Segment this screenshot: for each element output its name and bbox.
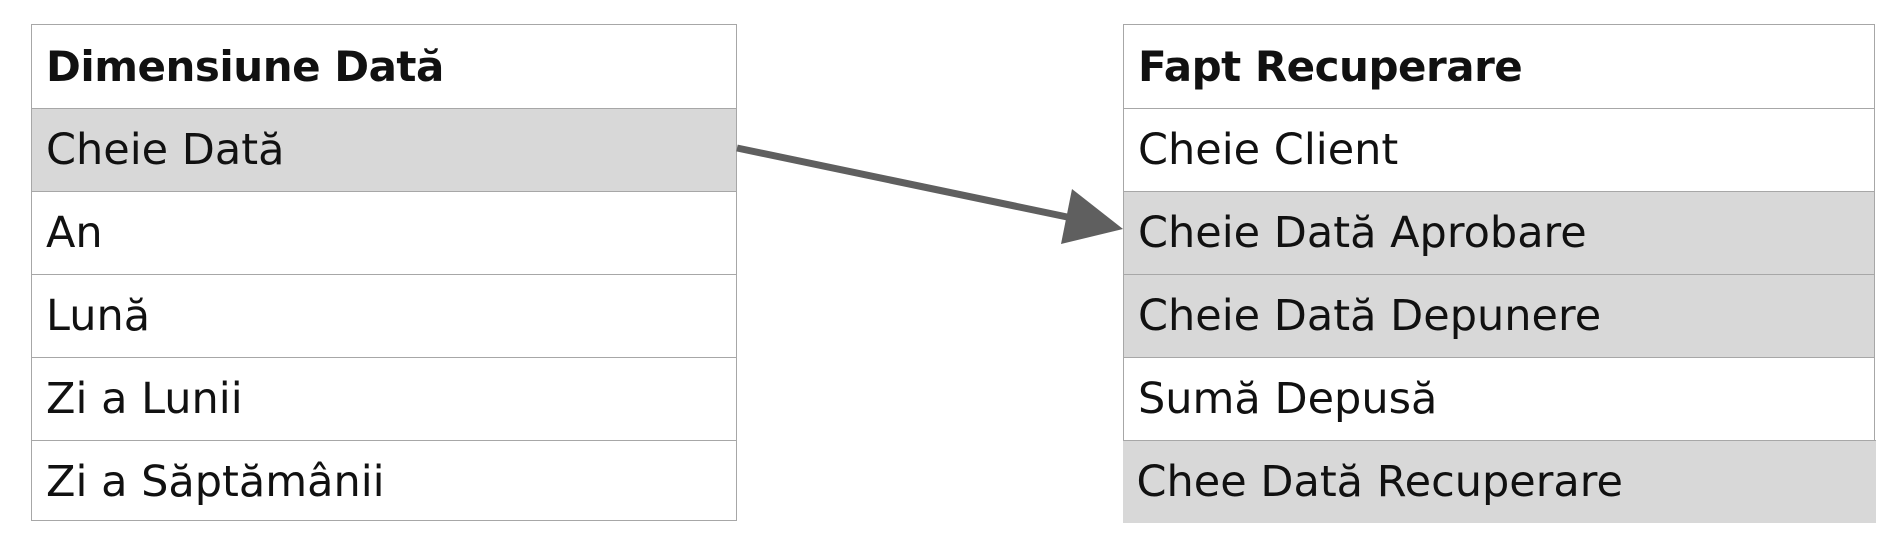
table-row: Cheie Dată <box>32 108 736 191</box>
table-row: Chee Dată Recuperare <box>1122 440 1876 523</box>
table-row: Lună <box>32 274 736 357</box>
table-row: Cheie Dată Depunere <box>1124 274 1874 357</box>
table-row: An <box>32 191 736 274</box>
table-fapt-recuperare: Fapt Recuperare Cheie Client Cheie Dată … <box>1122 24 1876 523</box>
table-title: Fapt Recuperare <box>1138 42 1523 91</box>
arrow-line <box>736 144 1073 222</box>
arrow-head-icon <box>1061 189 1123 244</box>
table-title: Dimensiune Dată <box>46 42 444 91</box>
table-row: Zi a Săptămânii <box>32 440 736 523</box>
table-row: Cheie Dată Aprobare <box>1124 191 1874 274</box>
table-row: Sumă Depusă <box>1124 357 1874 440</box>
table-row: Cheie Client <box>1124 108 1874 191</box>
table-row: Zi a Lunii <box>32 357 736 440</box>
table-dimensiune-data: Dimensiune Dată Cheie Dată An Lună Zi a … <box>31 24 737 521</box>
